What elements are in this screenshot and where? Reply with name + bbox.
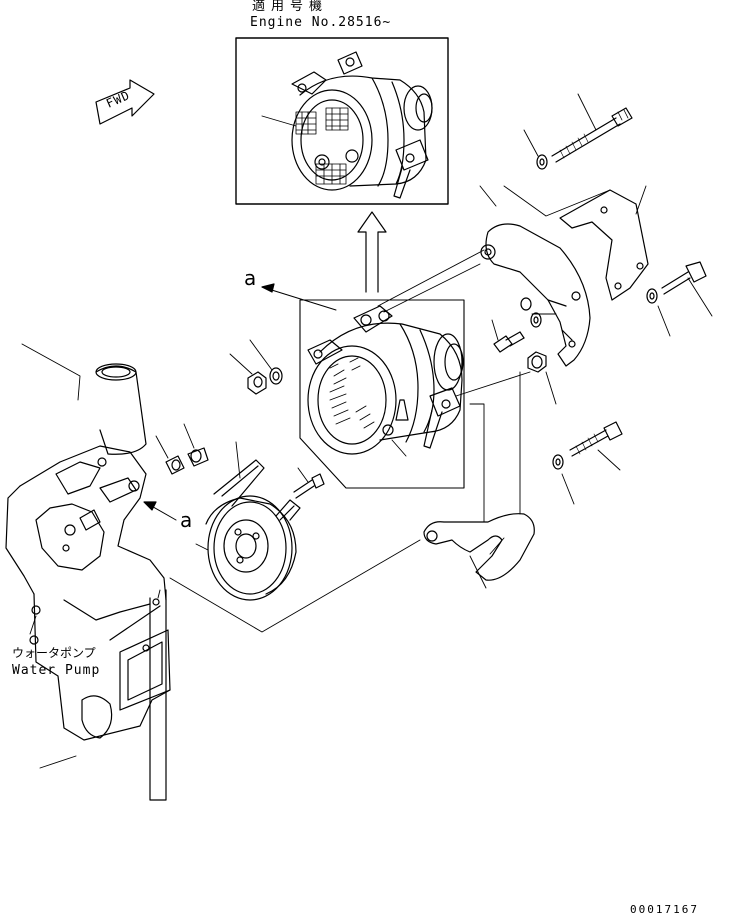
inset-alternator xyxy=(262,52,432,198)
spacer xyxy=(528,352,556,404)
inset-box xyxy=(236,38,448,204)
inset-pointer-arrow xyxy=(358,212,386,292)
water-pump-label-en: Water Pump xyxy=(12,663,101,678)
drawing-number: 00017167 xyxy=(630,903,699,916)
pulley xyxy=(196,442,300,600)
pulley-bolt xyxy=(294,468,324,498)
long-bolt xyxy=(524,94,632,169)
ref-label-a-top: a xyxy=(244,266,258,290)
water-pump-label-jp: ウォータポンプ xyxy=(12,646,96,660)
applicable-label: 適用号機 xyxy=(252,0,329,14)
engine-number-label: Engine No.28516~ xyxy=(250,15,392,30)
water-pump-housing xyxy=(6,344,170,800)
nut-washer xyxy=(230,340,282,394)
ref-arrow-a-top xyxy=(262,284,336,310)
lower-bolt xyxy=(553,422,622,504)
assembly-lines xyxy=(158,186,610,632)
alternator-assembly xyxy=(300,300,464,488)
adjust-strap xyxy=(424,514,534,588)
fwd-arrow-icon xyxy=(96,80,154,124)
small-bolt xyxy=(492,298,541,352)
water-pump-leader xyxy=(30,616,36,634)
sleeves xyxy=(156,424,208,474)
side-bolt-right xyxy=(647,262,712,336)
adjust-bracket xyxy=(480,186,590,366)
ref-arrow-a-left xyxy=(144,502,176,520)
cover-plate xyxy=(560,186,648,300)
ref-label-a-left: a xyxy=(180,508,194,532)
